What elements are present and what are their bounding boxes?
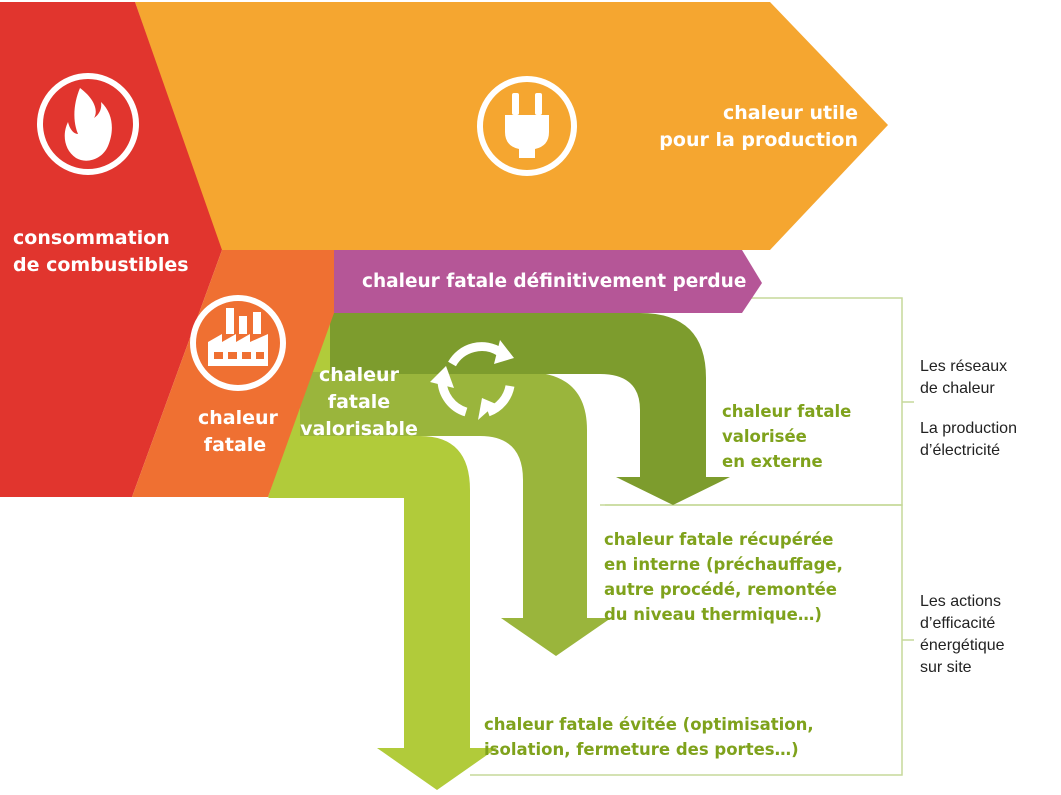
recycle-arrows-icon [430,340,515,420]
flame-icon [37,73,139,175]
bracket-lines [470,297,914,776]
internal-recovery-arrow [300,372,611,656]
internal-recovery-label: chaleur fatale récupérée en interne (pré… [604,530,843,624]
recoverable-heat-label: chaleur fatale valorisable [300,364,418,440]
factory-icon [190,295,286,391]
external-valorisation-label: chaleur fatale valorisée en externe [722,402,852,471]
lost-heat-label: chaleur fatale définitivement perdue [362,271,747,292]
lost-heat-arrow [334,250,762,313]
external-valorisation-arrow [330,313,730,505]
consumption-label: consommation de combustibles [13,227,189,276]
side-note-heat-networks: Les réseaux de chaleur [920,358,1008,397]
avoided-heat-label: chaleur fatale évitée (optimisation, iso… [484,715,814,759]
side-note-electricity: La production d’électricité [920,420,1017,459]
power-plug-icon [477,76,577,176]
avoided-heat-arrow [268,436,497,790]
consumption-chevron [0,2,222,497]
waste-heat-label: chaleur fatale [198,407,278,456]
useful-heat-label: chaleur utile pour la production [659,102,858,151]
waste-heat-chevron [132,250,334,497]
side-note-energy-efficiency: Les actions d’efficacité énergétique sur… [920,593,1005,676]
